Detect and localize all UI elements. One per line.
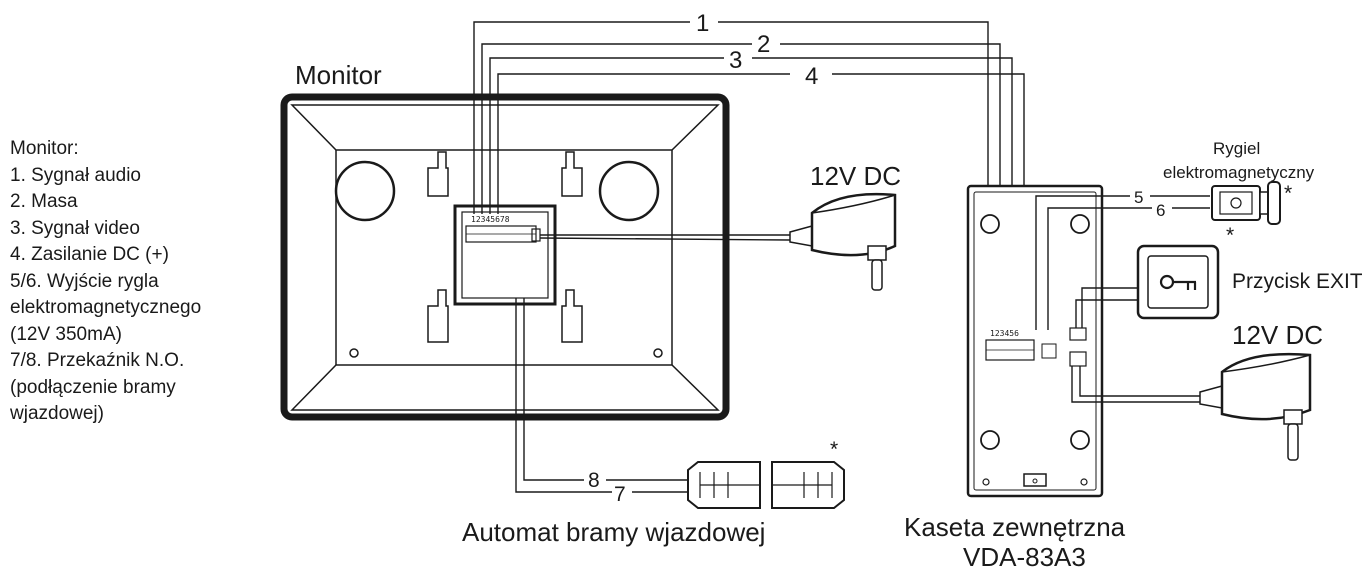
station-power-adapter bbox=[1071, 352, 1312, 461]
key-icon bbox=[1159, 274, 1197, 290]
legend-item-5: 5/6. Wyjście rygla bbox=[10, 270, 159, 292]
monitor-power-label: 12V DC bbox=[810, 161, 901, 191]
monitor-unit bbox=[280, 93, 730, 421]
lock-wires bbox=[1035, 195, 1210, 330]
gate-label: Automat bramy wjazdowej bbox=[462, 517, 765, 547]
legend-item-7: (12V 350mA) bbox=[10, 323, 122, 345]
wire-5-label: 5 bbox=[1134, 188, 1143, 207]
lock-label-line2: elektromagnetyczny bbox=[1163, 163, 1315, 182]
wire-8-label: 8 bbox=[588, 469, 600, 492]
legend-item-10: wjazdowej) bbox=[10, 403, 104, 424]
station-terminal-pins: 123456 bbox=[990, 329, 1019, 338]
legend-item-9: (podłączenie bramy bbox=[10, 376, 176, 398]
wire-6-label: 6 bbox=[1156, 201, 1165, 220]
gate-automation-device bbox=[687, 461, 845, 509]
legend-item-6: elektromagnetycznego bbox=[10, 297, 202, 318]
legend-item-3: 3. Sygnał video bbox=[10, 217, 140, 239]
legend-item-1: 1. Sygnał audio bbox=[10, 164, 141, 186]
exit-button-wires bbox=[1075, 287, 1160, 328]
wire-1-label: 1 bbox=[696, 10, 709, 37]
legend-heading: Monitor: bbox=[10, 138, 79, 159]
gate-optional-marker: * bbox=[830, 438, 838, 461]
lock-label-line1: Rygiel bbox=[1213, 139, 1260, 158]
wire-7-label: 7 bbox=[614, 483, 626, 506]
station-power-label: 12V DC bbox=[1232, 320, 1323, 350]
exit-button-label: Przycisk EXIT bbox=[1232, 270, 1362, 293]
wire-2-label: 2 bbox=[757, 31, 770, 58]
station-label-line2: VDA-83A3 bbox=[963, 542, 1086, 572]
legend-item-8: 7/8. Przekaźnik N.O. bbox=[10, 350, 185, 371]
exit-optional-marker: * bbox=[1226, 224, 1234, 247]
wiring-legend: Monitor: 1. Sygnał audio 2. Masa 3. Sygn… bbox=[10, 136, 201, 428]
station-label-line1: Kaseta zewnętrzna bbox=[904, 512, 1126, 542]
monitor-power-adapter bbox=[539, 192, 897, 291]
legend-item-4: 4. Zasilanie DC (+) bbox=[10, 244, 169, 265]
wire-3-label: 3 bbox=[729, 47, 742, 74]
monitor-terminal-pins: 12345678 bbox=[471, 215, 510, 224]
monitor-label: Monitor bbox=[295, 60, 382, 90]
lock-optional-marker: * bbox=[1284, 182, 1292, 205]
wire-4-label: 4 bbox=[805, 63, 818, 90]
electromagnetic-lock bbox=[1211, 181, 1281, 225]
gate-wires bbox=[515, 298, 688, 493]
legend-item-2: 2. Masa bbox=[10, 191, 78, 212]
door-station-unit bbox=[966, 184, 1104, 498]
